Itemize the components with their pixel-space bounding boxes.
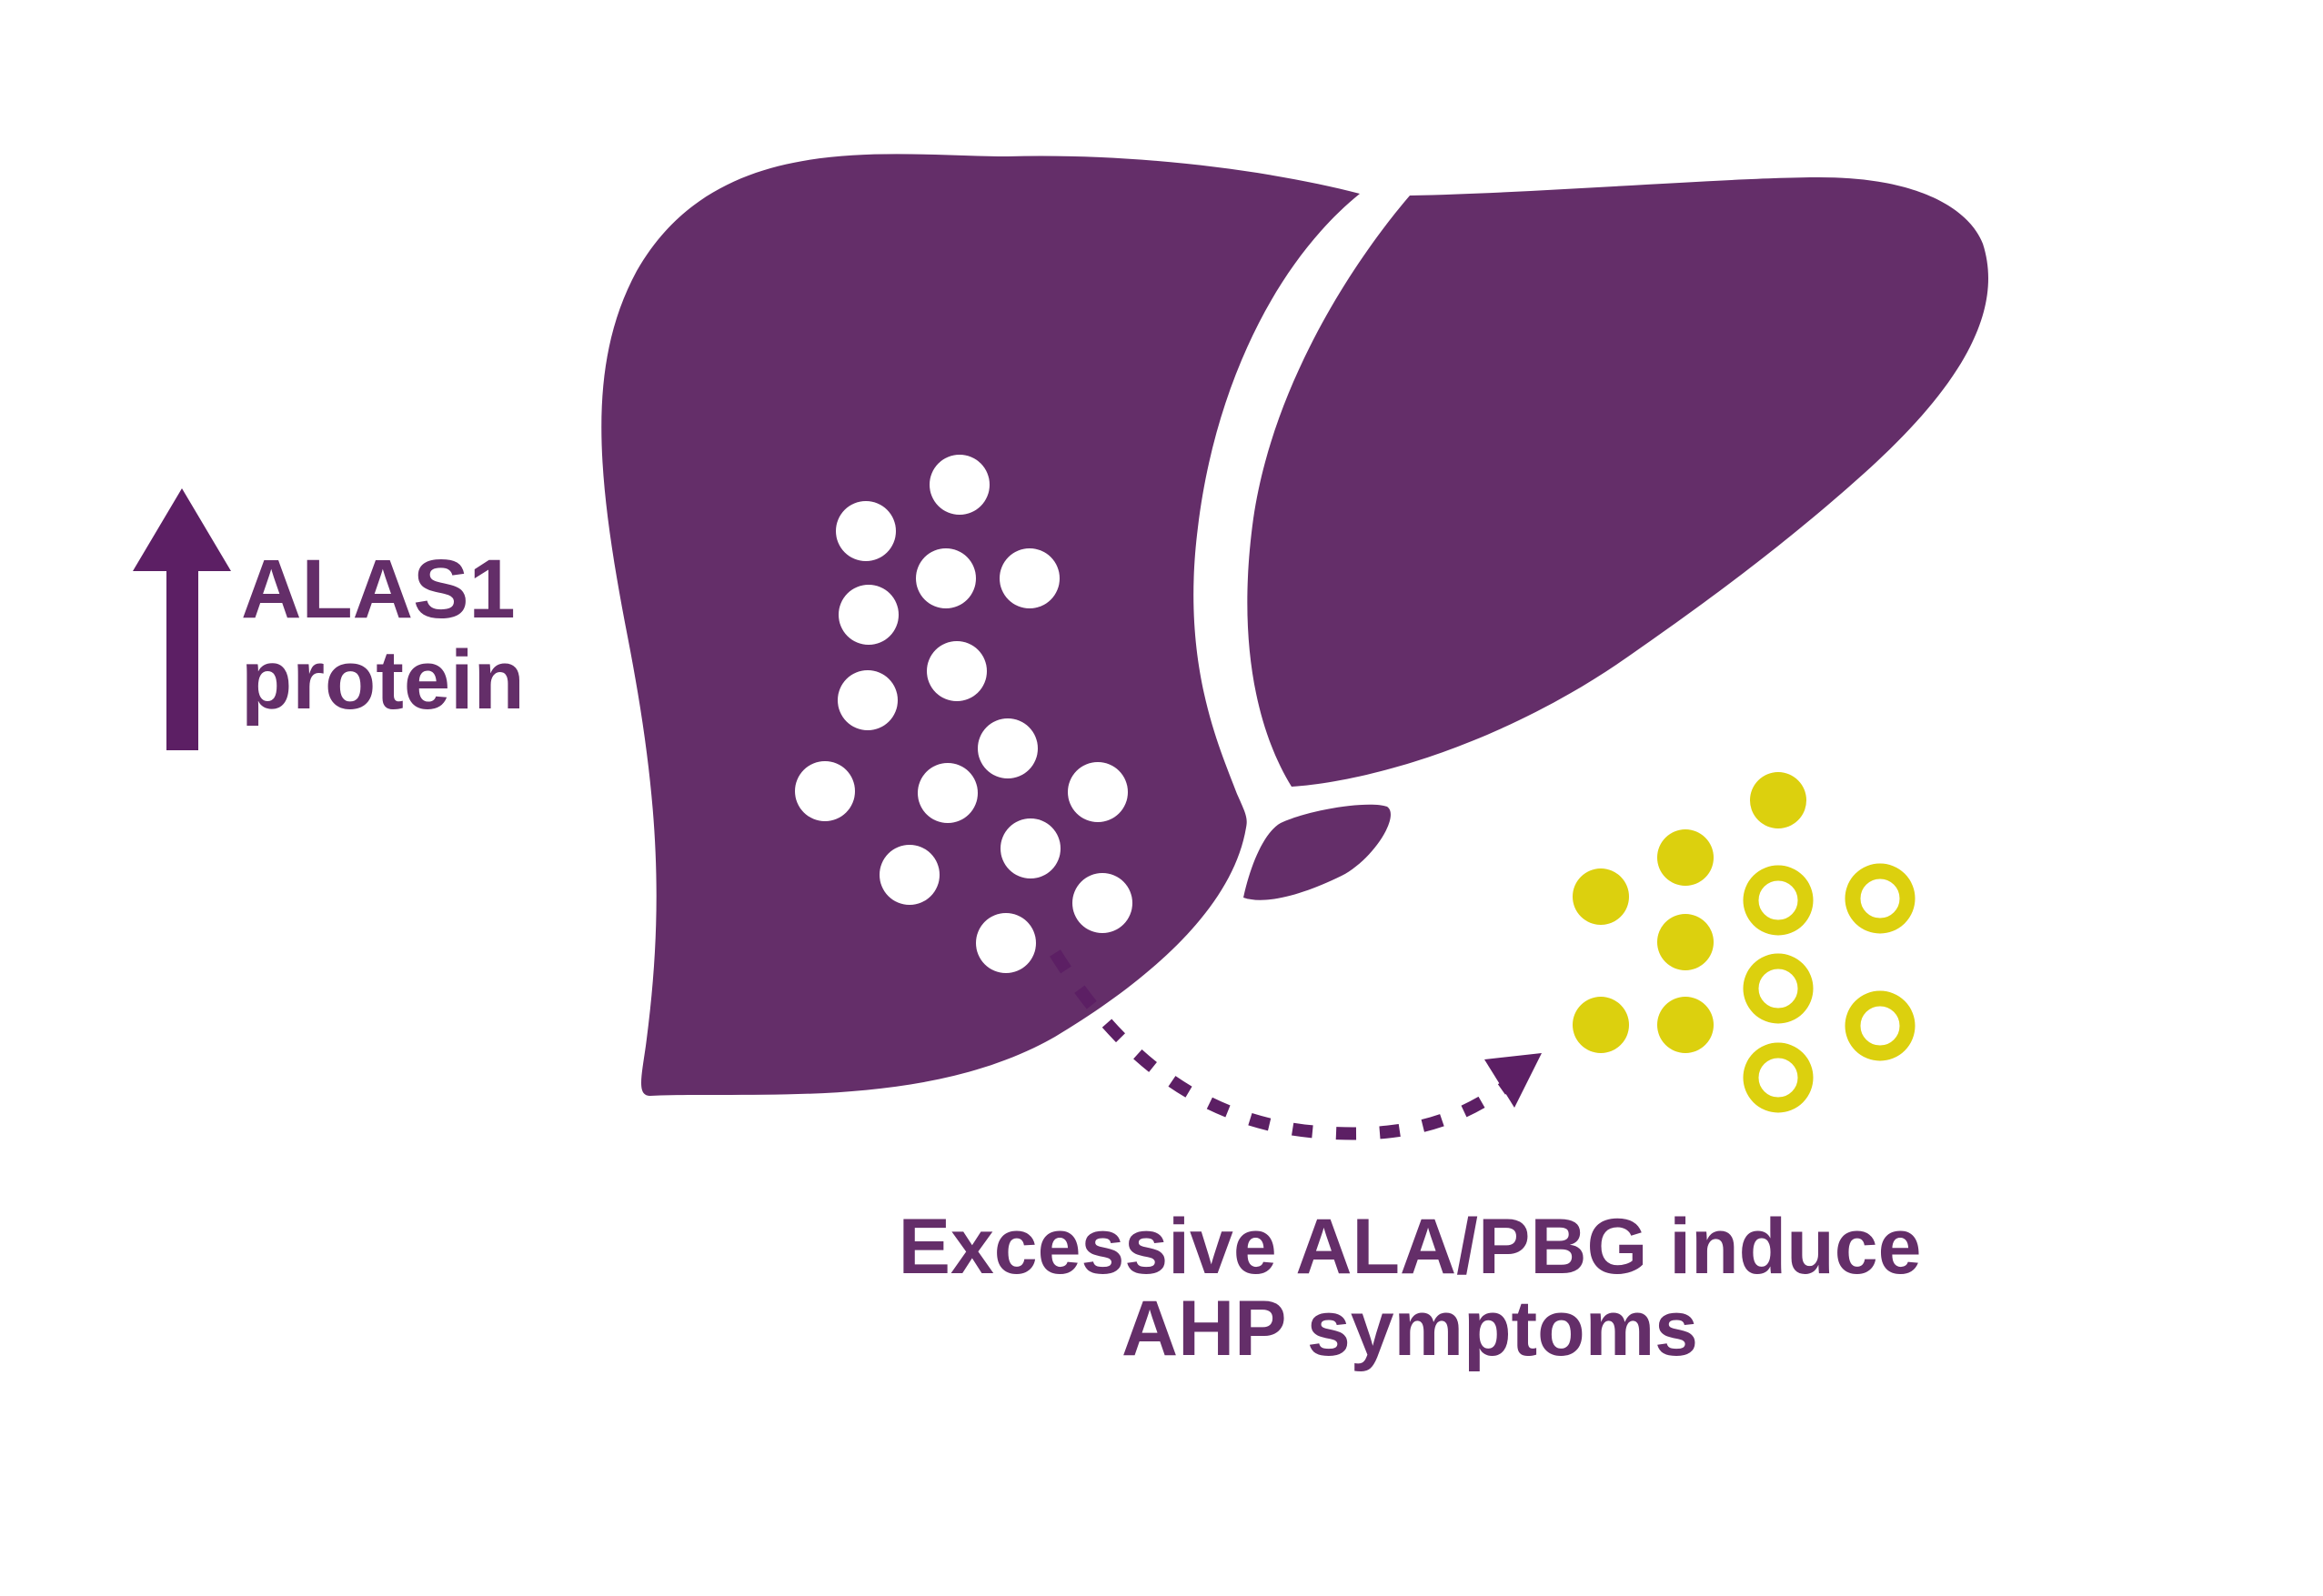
yellow-dot-icon — [1573, 868, 1629, 925]
white-dot-icon — [978, 718, 1038, 778]
liver-icon — [601, 154, 1989, 1097]
protein-text: protein — [241, 634, 525, 727]
white-dot-icon — [1001, 818, 1061, 878]
alas1-protein-label: ALAS1 protein — [241, 544, 525, 726]
liver-left-lobe — [1247, 177, 1989, 787]
liver-right-lobe — [601, 154, 1360, 1097]
yellow-ring-icon — [1743, 1042, 1814, 1113]
yellow-ring-icon — [1743, 865, 1814, 936]
white-dot-icon — [1000, 548, 1060, 608]
yellow-dot-icon — [1657, 914, 1714, 970]
white-dot-icon — [795, 761, 855, 821]
white-dot-icon — [927, 641, 987, 701]
white-dot-icon — [880, 845, 940, 905]
white-particles — [795, 455, 1132, 973]
yellow-dot-icon — [1573, 997, 1629, 1053]
white-dot-icon — [918, 763, 978, 823]
yellow-particles — [1573, 772, 1916, 1113]
yellow-ring-icon — [1743, 953, 1814, 1024]
caption-line-1: Excessive ALA/PBG induce — [898, 1203, 1922, 1290]
white-dot-icon — [839, 585, 899, 645]
white-dot-icon — [1072, 873, 1132, 933]
yellow-dot-icon — [1657, 997, 1714, 1053]
white-dot-icon — [930, 455, 990, 515]
caption-line-2: AHP symptoms — [1121, 1285, 1699, 1372]
white-dot-icon — [838, 670, 898, 730]
liver-gallbladder — [1243, 804, 1391, 900]
white-dot-icon — [1068, 762, 1128, 822]
white-dot-icon — [836, 501, 896, 561]
yellow-ring-icon — [1845, 863, 1916, 934]
yellow-ring-icon — [1845, 990, 1916, 1061]
white-dot-icon — [976, 913, 1036, 973]
yellow-dot-icon — [1750, 772, 1806, 828]
up-arrow-icon — [133, 488, 231, 750]
yellow-dot-icon — [1657, 829, 1714, 886]
curved-dashed-arrow-icon — [1050, 949, 1542, 1140]
white-dot-icon — [916, 548, 976, 608]
caption: Excessive ALA/PBG induce AHP symptoms — [837, 1206, 1983, 1370]
alas1-text: ALAS1 — [241, 543, 516, 636]
